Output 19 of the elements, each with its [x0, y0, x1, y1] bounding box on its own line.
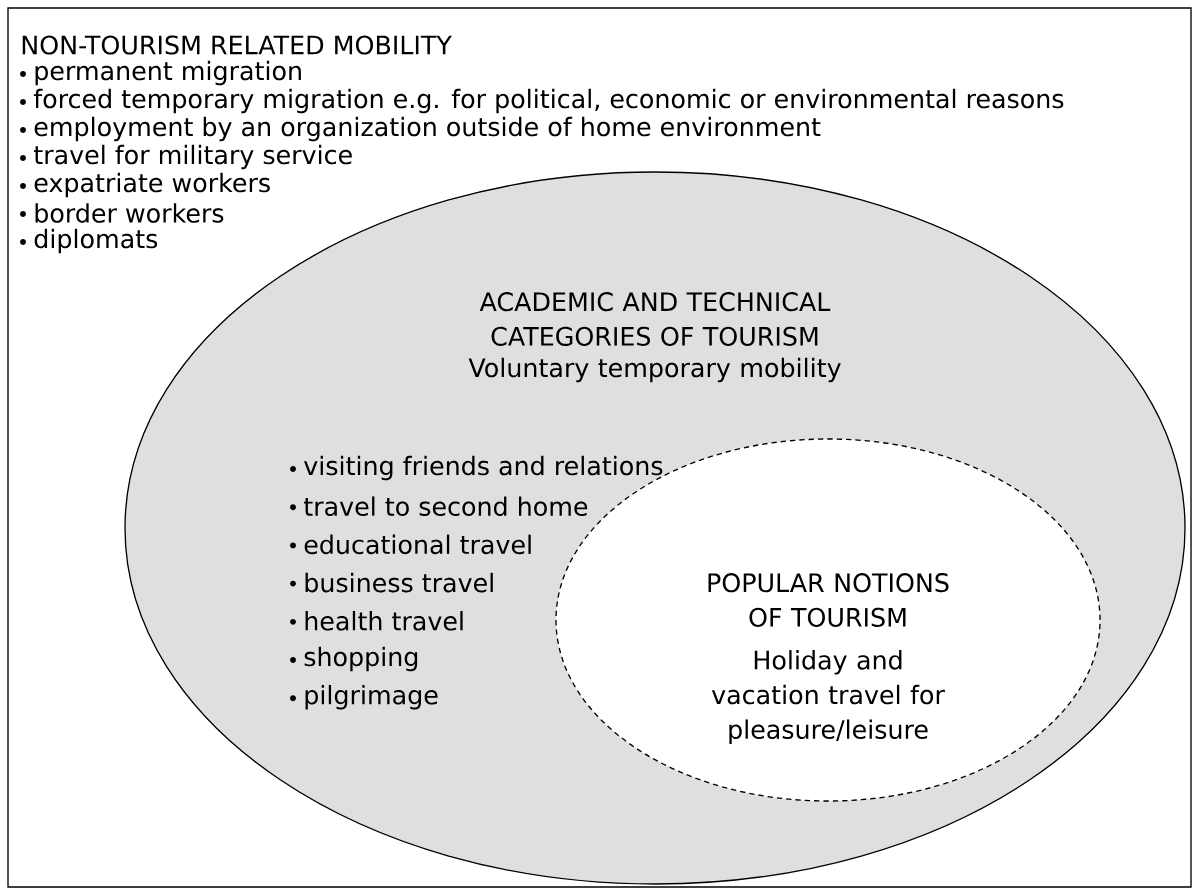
- list-item: visiting friends and relations: [290, 455, 663, 481]
- list-item: health travel: [290, 611, 463, 631]
- description: Voluntary temporary mobility: [468, 357, 841, 383]
- heading: POPULAR NOTIONS OF TOURISM: [708, 573, 949, 627]
- list-item: diplomats: [20, 228, 158, 254]
- heading: NON-TOURISM RELATED MOBILITY: [22, 35, 452, 55]
- list-item: employment by an organization outside of home environment: [20, 116, 821, 142]
- list-item: travel for military service: [20, 144, 352, 170]
- list-item: pilgrimage: [290, 684, 438, 710]
- list-item: border workers: [20, 203, 224, 223]
- list-item: business travel: [290, 572, 493, 593]
- description: Holiday and vacation travel for pleasure/leisure: [711, 650, 945, 744]
- list-item: shopping: [290, 646, 418, 672]
- list-item: travel to second home: [290, 496, 588, 516]
- heading: ACADEMIC AND TECHNICAL CATEGORIES OF TOURISM: [479, 292, 831, 346]
- list-item: forced temporary migration e.g. for political, economic or environmental reasons: [20, 88, 1064, 114]
- list-item: permanent migration: [20, 60, 301, 86]
- list-item: expatriate workers: [20, 172, 270, 198]
- list-item: educational travel: [290, 534, 531, 555]
